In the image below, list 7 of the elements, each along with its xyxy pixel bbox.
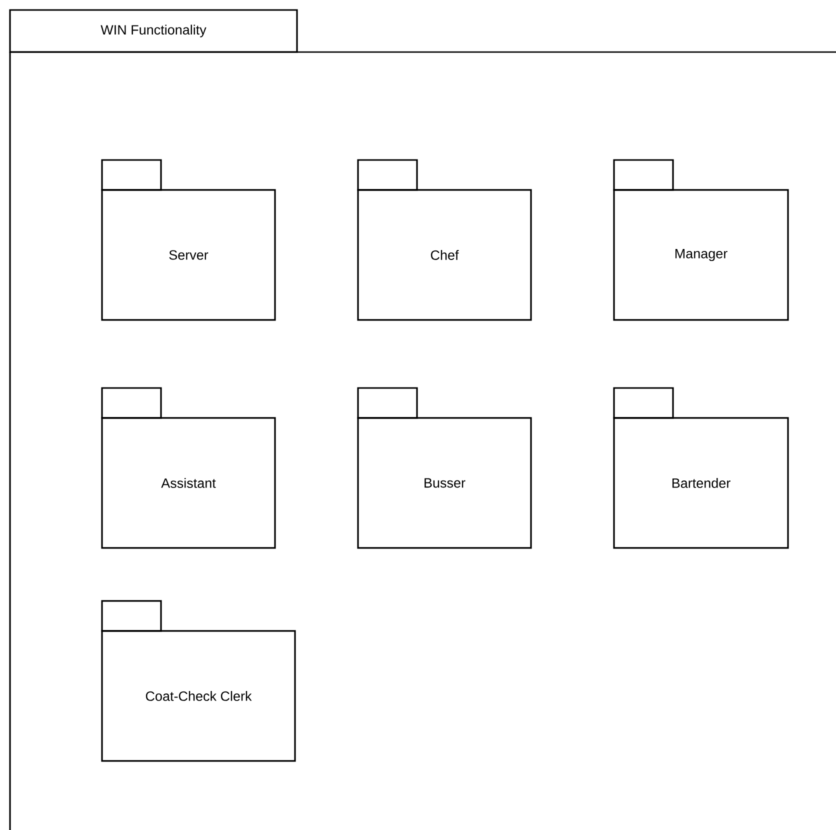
package-box: Busser <box>357 387 532 549</box>
package-box: Manager <box>613 159 789 321</box>
package-box: Coat-Check Clerk <box>101 600 296 762</box>
package-box: Chef <box>357 159 532 321</box>
package-box: Server <box>101 159 276 321</box>
package-box: Assistant <box>101 387 276 549</box>
package-box: Bartender <box>613 387 789 549</box>
